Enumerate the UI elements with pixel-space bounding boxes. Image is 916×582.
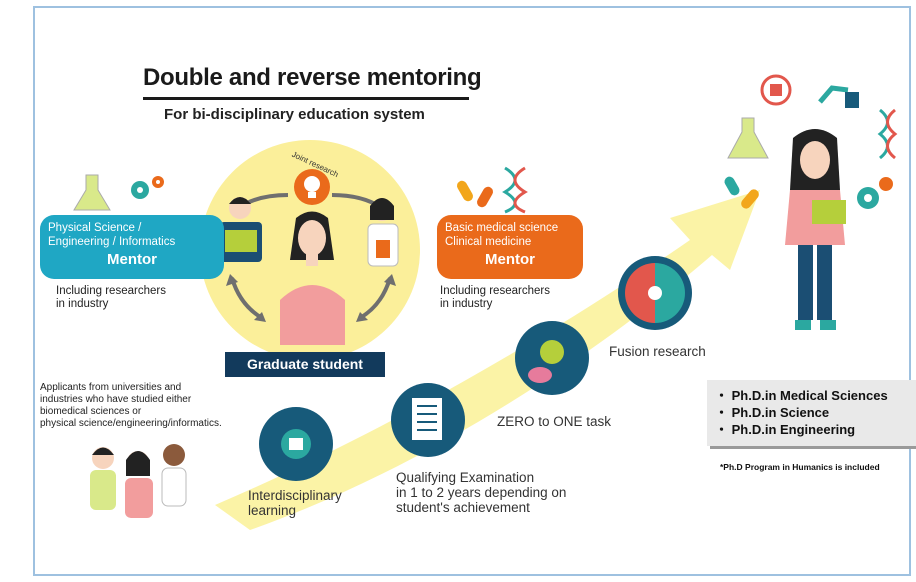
applicants-text: Applicants from universities and industr…: [40, 382, 280, 430]
brain-chip-icon: [760, 74, 792, 106]
diagram-frame: [33, 6, 911, 576]
dna-right-icon: [877, 108, 898, 160]
right-mentor-note: Including researchers in industry: [440, 285, 550, 311]
right-mentor-line2: Clinical medicine: [445, 236, 532, 248]
flask-right-icon: [727, 117, 769, 159]
left-mentor-label: Mentor: [107, 251, 157, 268]
researcher-figure: [785, 129, 846, 330]
dna-icon: [502, 166, 528, 214]
joint-research-bulb-icon: [294, 169, 330, 205]
capsule-icon: [457, 180, 493, 208]
gear-right-icon: [857, 177, 893, 209]
right-mentor-note1: Including researchers: [440, 285, 550, 297]
gear-icon: [131, 176, 164, 199]
graduate-student-label: Graduate student: [225, 352, 385, 377]
right-mentor-figure: [367, 198, 399, 267]
right-mentor-note2: in industry: [440, 298, 493, 310]
interdisciplinary-circle: [259, 407, 333, 481]
page-subtitle: For bi-disciplinary education system: [164, 106, 425, 123]
left-mentor-bubble: Physical Science / Engineering / Informa…: [40, 215, 224, 279]
qualifying-circle: [391, 383, 465, 457]
robot-arm-icon: [818, 85, 859, 108]
graduate-student-figure: [280, 211, 345, 345]
applicants-line4: physical science/engineering/informatics…: [40, 418, 222, 429]
degree-item: ・ Ph.D.in Medical Sciences: [715, 388, 888, 403]
right-mentor-label: Mentor: [485, 251, 535, 268]
progress-arrow: [215, 190, 760, 530]
left-mentor-note1: Including researchers: [56, 285, 166, 297]
page-title: Double and reverse mentoring: [143, 64, 482, 91]
degrees-box: ・ Ph.D.in Medical Sciences ・ Ph.D.in Sci…: [707, 380, 916, 446]
left-mentor-figure: [220, 197, 262, 262]
left-mentor-line2: Engineering / Informatics: [48, 236, 176, 248]
fusion-research-label: Fusion research: [609, 344, 706, 359]
qualifying-line2: in 1 to 2 years depending on: [396, 485, 567, 500]
zero-to-one-circle: [515, 321, 589, 395]
flask-icon: [73, 174, 111, 211]
left-mentor-note2: in industry: [56, 298, 109, 310]
applicants-line3: biomedical sciences or: [40, 406, 142, 417]
interdisciplinary-line2: learning: [248, 503, 297, 518]
left-mentor-note: Including researchers in industry: [56, 285, 166, 311]
right-mentor-line1: Basic medical science: [445, 222, 559, 234]
degree-note: *Ph.D Program in Humanics is included: [720, 462, 880, 472]
title-underline: [143, 97, 469, 100]
qualifying-line1: Qualifying Examination: [396, 470, 535, 485]
applicants-figures: [90, 444, 187, 518]
fusion-circle: [618, 256, 692, 330]
qualifying-label: Qualifying Examination in 1 to 2 years d…: [396, 470, 566, 515]
applicants-line1: Applicants from universities and: [40, 382, 182, 393]
interdisciplinary-label: Interdisciplinary learning: [248, 488, 342, 518]
applicants-line2: industries who have studied either: [40, 394, 192, 405]
zero-to-one-label: ZERO to ONE task: [497, 414, 612, 429]
degree-item: ・ Ph.D.in Engineering: [715, 422, 856, 437]
capsule-right-icon: [724, 176, 759, 209]
interdisciplinary-line1: Interdisciplinary: [248, 488, 342, 503]
degree-item: ・ Ph.D.in Science: [715, 405, 830, 420]
qualifying-line3: student's achievement: [396, 500, 530, 515]
left-mentor-line1: Physical Science /: [48, 222, 142, 234]
right-mentor-bubble: Basic medical science Clinical medicine …: [437, 215, 583, 279]
